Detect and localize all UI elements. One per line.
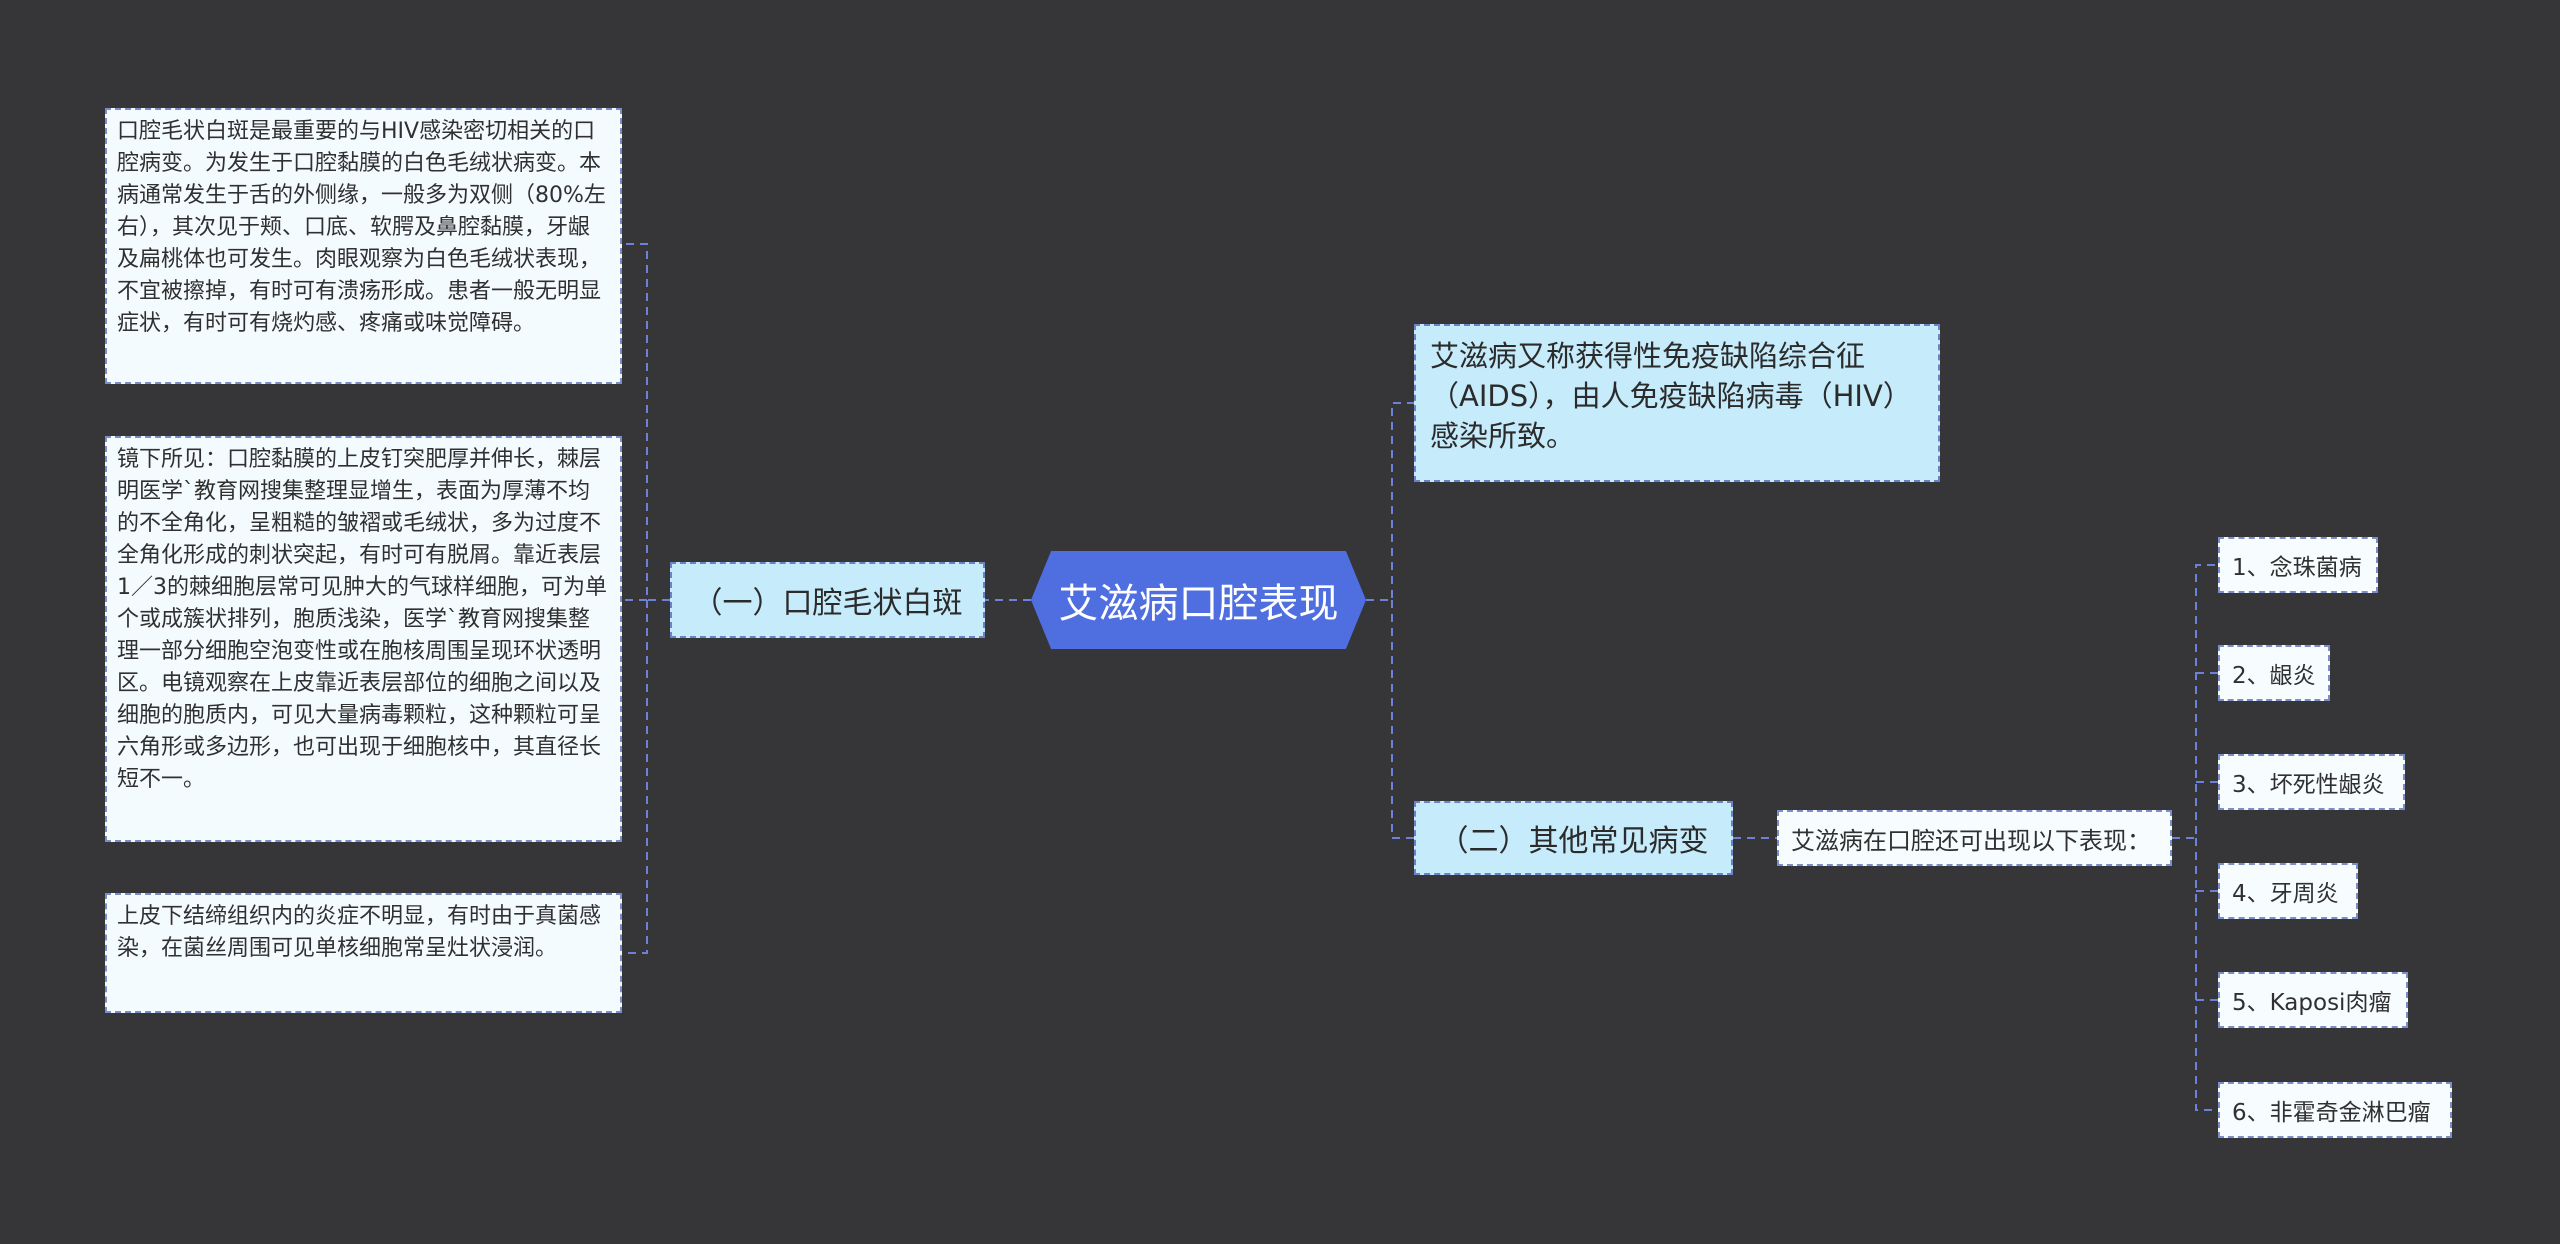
list-item[interactable]: 6、非霍奇金淋巴瘤 [2218,1082,2452,1138]
list-item[interactable]: 1、念珠菌病 [2218,537,2378,593]
root-topic-label: 艾滋病口腔表现 [1058,581,1339,627]
text-card-content: 口腔毛状白斑是最重要的与HIV感染密切相关的口腔病变。为发生于口腔黏膜的白色毛绒… [117,119,606,336]
text-card-microscopy[interactable]: 镜下所见：口腔黏膜的上皮钉突肥厚并伸长，棘层明医学`教育网搜集整理显增生，表面为… [105,436,622,842]
list-item-label: 4、牙周炎 [2232,881,2339,907]
list-item-label: 5、Kaposi肉瘤 [2232,990,2392,1016]
text-card-inflammation[interactable]: 上皮下结缔组织内的炎症不明显，有时由于真菌感染，在菌丝周围可见单核细胞常呈灶状浸… [105,893,622,1013]
list-item[interactable]: 3、坏死性龈炎 [2218,754,2405,810]
branch-label: （二）其他常见病变 [1438,824,1709,859]
list-item-label: 1、念珠菌病 [2232,555,2362,581]
list-item[interactable]: 2、龈炎 [2218,645,2330,701]
link-sub-items [2172,564,2218,1111]
sub-topic-label: 艾滋病在口腔还可出现以下表现： [1791,826,2151,855]
list-item[interactable]: 5、Kaposi肉瘤 [2218,972,2408,1028]
text-card-content: 上皮下结缔组织内的炎症不明显，有时由于真菌感染，在菌丝周围可见单核细胞常呈灶状浸… [117,904,602,961]
sub-topic-manifestations[interactable]: 艾滋病在口腔还可出现以下表现： [1777,810,2172,866]
definition-node[interactable]: 艾滋病又称获得性免疫缺陷综合征（AIDS），由人免疫缺陷病毒（HIV）感染所致。 [1414,324,1940,482]
list-item-label: 3、坏死性龈炎 [2232,772,2385,798]
link-left-bracket [622,243,670,954]
link-root-right [1366,402,1414,839]
text-card-overview[interactable]: 口腔毛状白斑是最重要的与HIV感染密切相关的口腔病变。为发生于口腔黏膜的白色毛绒… [105,108,622,384]
root-topic[interactable]: 艾滋病口腔表现 [1031,551,1366,649]
list-item-label: 6、非霍奇金淋巴瘤 [2232,1100,2431,1126]
branch-oral-hairy-leukoplakia[interactable]: （一）口腔毛状白斑 [670,562,985,638]
list-item[interactable]: 4、牙周炎 [2218,863,2358,919]
definition-text: 艾滋病又称获得性免疫缺陷综合征（AIDS），由人免疫缺陷病毒（HIV）感染所致。 [1430,339,1912,453]
list-item-label: 2、龈炎 [2232,663,2316,689]
branch-label: （一）口腔毛状白斑 [692,586,963,621]
text-card-content: 镜下所见：口腔黏膜的上皮钉突肥厚并伸长，棘层明医学`教育网搜集整理显增生，表面为… [117,447,607,792]
branch-other-lesions[interactable]: （二）其他常见病变 [1414,801,1733,875]
